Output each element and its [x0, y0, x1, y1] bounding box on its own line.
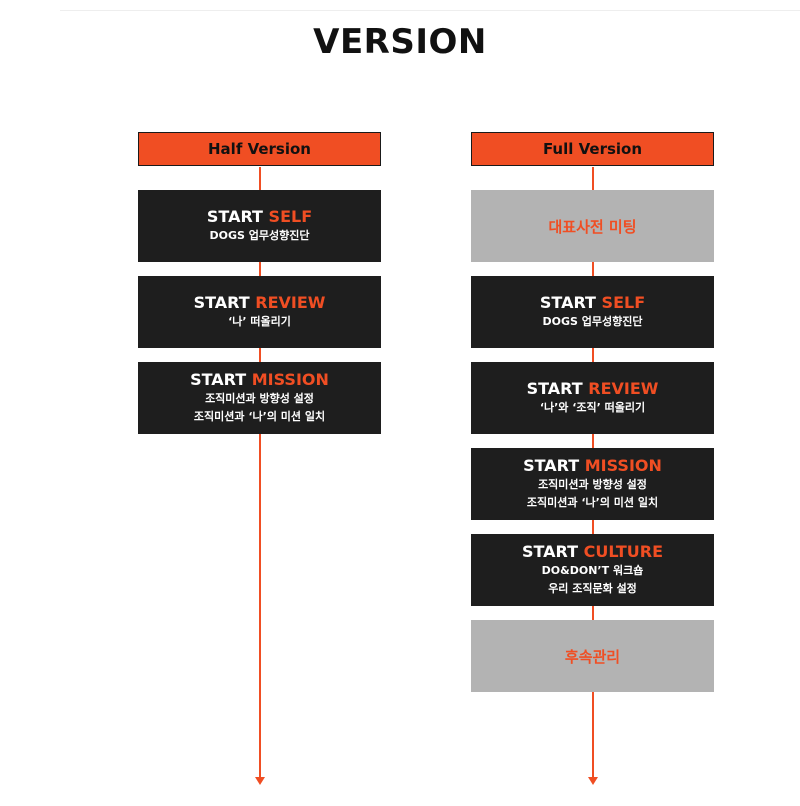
step-title: START SELF — [207, 207, 312, 227]
half-version-column: Half Version START SELF DOGS 업무성향진단 STAR… — [138, 132, 383, 792]
step-prefix: START — [526, 379, 583, 398]
step-highlight: SELF — [601, 293, 646, 312]
half-step-mission: START MISSION 조직미션과 방향성 설정 조직미션과 ‘나’의 미션… — [138, 362, 381, 434]
half-version-header: Half Version — [138, 132, 381, 166]
full-step-review: START REVIEW ‘나’와 ‘조직’ 떠올리기 — [471, 362, 714, 434]
half-timeline-line — [259, 167, 261, 779]
step-subtext: 조직미션과 ‘나’의 미션 일치 — [526, 496, 659, 509]
step-highlight: MISSION — [251, 370, 329, 389]
page-title: VERSION — [313, 22, 487, 62]
step-subtext: 조직미션과 방향성 설정 — [205, 392, 314, 405]
step-prefix: START — [193, 293, 250, 312]
step-prefix: START — [206, 207, 263, 226]
step-highlight: MISSION — [584, 456, 662, 475]
full-step-follow-up: 후속관리 — [471, 620, 714, 692]
step-prefix: START — [539, 293, 596, 312]
half-timeline-arrow-icon — [255, 777, 265, 785]
step-subtext: 조직미션과 ‘나’의 미션 일치 — [193, 410, 326, 423]
full-step-mission: START MISSION 조직미션과 방향성 설정 조직미션과 ‘나’의 미션… — [471, 448, 714, 520]
step-title: START REVIEW — [194, 293, 326, 313]
step-highlight: CULTURE — [583, 542, 664, 561]
step-highlight: REVIEW — [255, 293, 326, 312]
step-subtext: 우리 조직문화 설정 — [548, 582, 637, 595]
full-timeline-arrow-icon — [588, 777, 598, 785]
step-subtext: DOGS 업무성향진단 — [542, 315, 643, 328]
step-title: START CULTURE — [522, 542, 663, 562]
step-title: START SELF — [540, 293, 645, 313]
half-step-review: START REVIEW ‘나’ 떠올리기 — [138, 276, 381, 348]
step-prefix: START — [523, 456, 580, 475]
full-version-column: Full Version 대표사전 미팅 START SELF DOGS 업무성… — [471, 132, 716, 792]
step-title: START REVIEW — [527, 379, 659, 399]
top-divider — [60, 10, 800, 11]
step-subtext: DOGS 업무성향진단 — [209, 229, 310, 242]
step-title: START MISSION — [190, 370, 329, 390]
full-version-header: Full Version — [471, 132, 714, 166]
full-step-culture: START CULTURE DO&DON’T 워크숍 우리 조직문화 설정 — [471, 534, 714, 606]
step-label: 후속관리 — [564, 647, 621, 666]
step-highlight: REVIEW — [588, 379, 659, 398]
step-subtext: 조직미션과 방향성 설정 — [538, 478, 647, 491]
step-title: START MISSION — [523, 456, 662, 476]
step-subtext: DO&DON’T 워크숍 — [541, 564, 644, 577]
step-prefix: START — [521, 542, 579, 561]
step-subtext: ‘나’와 ‘조직’ 떠올리기 — [539, 401, 646, 414]
step-subtext: ‘나’ 떠올리기 — [228, 315, 291, 328]
half-step-self: START SELF DOGS 업무성향진단 — [138, 190, 381, 262]
step-prefix: START — [190, 370, 247, 389]
full-step-pre-meeting: 대표사전 미팅 — [471, 190, 714, 262]
step-label: 대표사전 미팅 — [548, 217, 637, 236]
full-step-self: START SELF DOGS 업무성향진단 — [471, 276, 714, 348]
step-highlight: SELF — [268, 207, 313, 226]
